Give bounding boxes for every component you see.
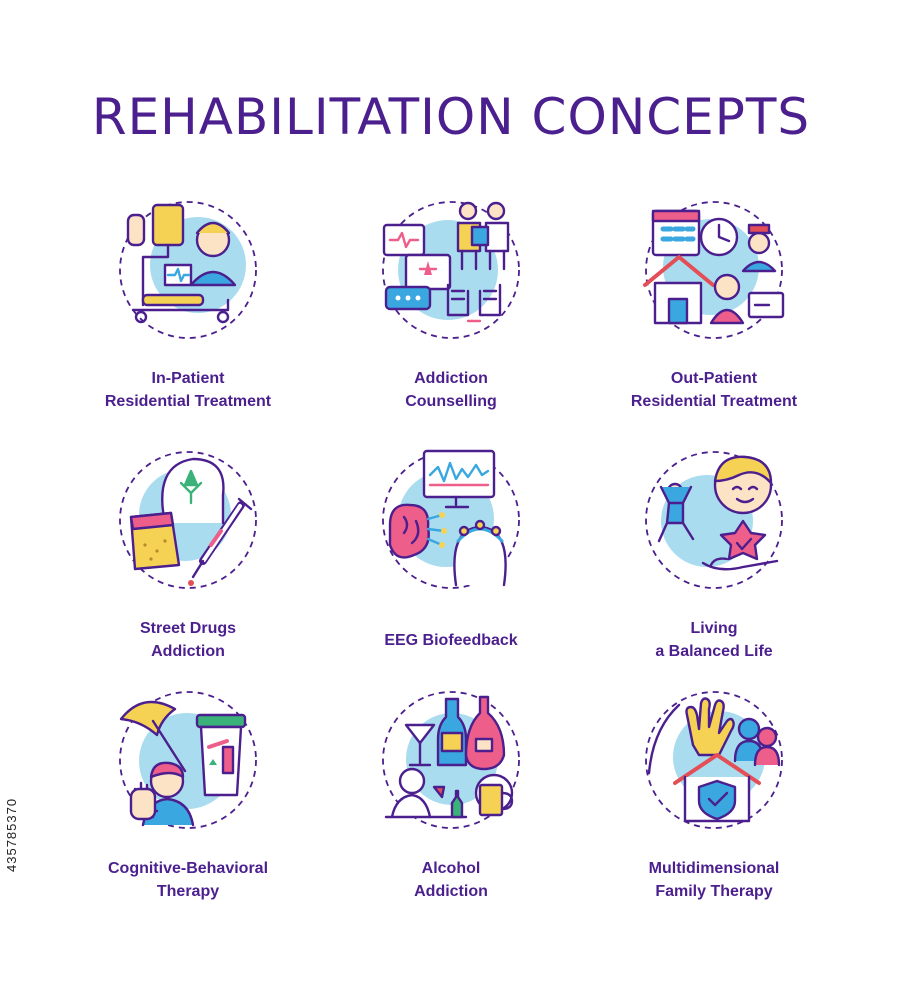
- eeg-monitor-brain-icon: [382, 449, 520, 589]
- calendar-clock-doctor-icon: [643, 201, 785, 339]
- stock-id-label: 435785370: [4, 797, 19, 873]
- umbrella-stop-hand-icon: [119, 691, 257, 829]
- family-house-shield-icon: [645, 691, 783, 829]
- syringe-cannabis-icon: [119, 451, 257, 589]
- page-title: REHABILITATION CONCEPTS: [91, 88, 811, 146]
- concept-label: EEG Biofeedback: [384, 632, 518, 649]
- counselling-chat-icon: [382, 201, 520, 339]
- hospital-bed-icon: [119, 201, 257, 339]
- bottles-glass-icon: [382, 691, 520, 829]
- happy-person-star-icon: [645, 451, 783, 589]
- concept-eeg-biofeedback: EEG Biofeedback: [301, 445, 601, 685]
